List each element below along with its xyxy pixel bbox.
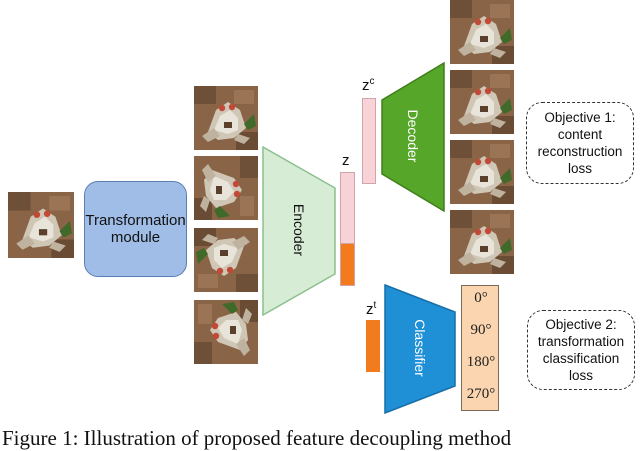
reconstructed-image-3 [450,140,514,204]
zc-latent-vector [362,98,376,184]
classifier-label: Classifier [412,319,428,377]
rotation-angle-box: 0° 90° 180° 270° [461,285,499,411]
objective-2-line4: loss [568,368,593,383]
objective-1-line4: loss [567,161,592,176]
reconstructed-image-1 [450,0,514,64]
objective-1-line2: content [557,127,603,142]
zt-label-base: z [366,301,374,318]
transformed-image-0deg [194,86,258,150]
figure-caption: Figure 1: Illustration of proposed featu… [2,426,512,450]
transformation-module: Transformation module [84,181,187,277]
angle-180: 180° [466,354,496,370]
objective-1-line3: reconstruction [537,144,623,159]
transformation-module-label-line1: Transformation [85,212,186,229]
transformed-image-90deg [194,156,258,220]
objective-2-box: Objective 2: transformation classificati… [527,310,635,390]
objective-1-box: Objective 1: content reconstruction loss [526,102,634,184]
zt-label: zt [366,300,376,318]
decoder-label: Decoder [405,109,421,163]
zc-label: zc [362,76,375,94]
classifier-block [384,284,456,414]
zc-label-sup: c [369,76,375,87]
objective-2-line1: Objective 2: [545,317,617,332]
objective-2-line3: classification [542,351,620,366]
transformation-module-label-line2: module [110,229,161,246]
z-latent-vector [340,172,355,286]
angle-0: 0° [474,290,488,306]
reconstructed-image-2 [450,70,514,134]
transformed-image-180deg [194,228,258,292]
zc-label-base: z [362,77,370,94]
encoder-label: Encoder [291,203,307,257]
angle-90: 90° [470,322,492,338]
objective-1-line1: Objective 1: [544,110,616,125]
encoder-block [262,146,336,316]
transformed-image-270deg [194,300,258,364]
objective-2-line2: transformation [537,334,625,349]
z-transformation-part [341,244,354,285]
zt-label-sup: t [373,300,377,311]
decoder-block [381,62,445,212]
z-label: z [342,152,350,169]
reconstructed-image-4 [450,210,514,274]
z-content-part [341,173,354,244]
angle-270: 270° [466,386,496,402]
zt-latent-vector [366,320,380,372]
